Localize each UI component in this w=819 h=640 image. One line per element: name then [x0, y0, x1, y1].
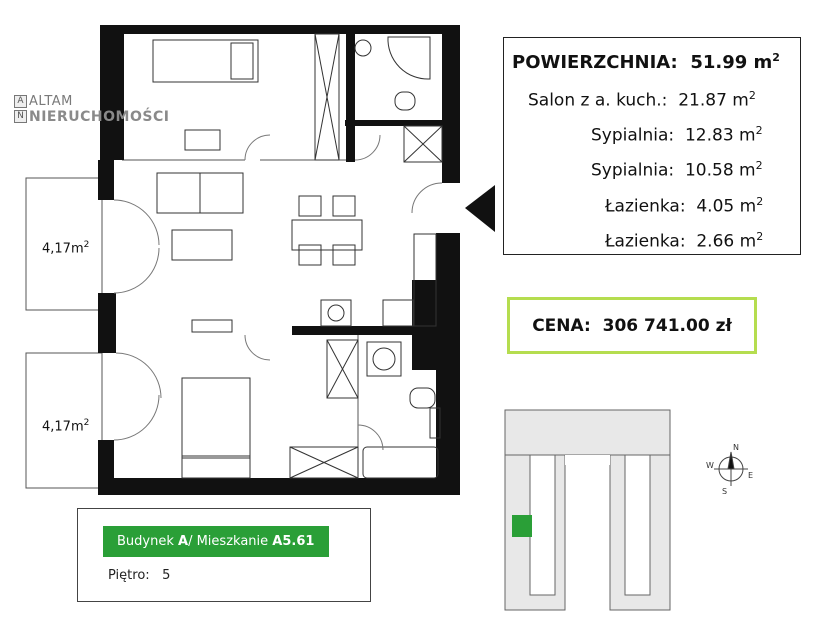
logo-letter-n: N	[14, 110, 27, 123]
compass-icon	[714, 451, 748, 486]
room-row: Łazienka: 2.66 m2	[605, 230, 763, 252]
room-name: Sypialnia:	[591, 160, 675, 181]
compass-e: E	[748, 471, 754, 480]
price-label: CENA:	[532, 315, 591, 336]
room-name: Łazienka:	[605, 231, 686, 252]
room-unit: 2	[748, 89, 756, 102]
compass-n: N	[733, 443, 739, 452]
walls	[98, 25, 460, 495]
balcony-bottom-area: 4,17m2	[42, 418, 89, 434]
room-value: 21.87 m	[678, 90, 749, 111]
balcony-top-unit: 2	[83, 240, 90, 250]
floor-info: Piętro: 5	[108, 568, 170, 583]
floor-value: 5	[162, 568, 171, 583]
furniture	[152, 33, 443, 479]
balcony-top-outline	[25, 177, 103, 311]
site-plan-highlight	[512, 515, 532, 537]
site-plan-map	[504, 409, 671, 611]
balcony-bottom-unit: 2	[83, 418, 90, 428]
total-area-unit: 2	[772, 51, 780, 64]
logo-line1: ALTAM	[29, 94, 73, 109]
building-value: A	[178, 534, 189, 549]
room-unit: 2	[755, 124, 763, 137]
room-row: Sypialnia: 10.58 m2	[591, 159, 763, 181]
room-name: Sypialnia:	[591, 125, 675, 146]
compass-w: W	[706, 461, 714, 470]
total-area-label: POWIERZCHNIA:	[512, 52, 678, 73]
room-value: 10.58 m	[684, 160, 756, 181]
balcony-bottom-area-value: 4,17m	[42, 419, 84, 435]
floor-label: Piętro:	[108, 568, 150, 583]
total-area: POWIERZCHNIA: 51.99 m2	[512, 51, 780, 73]
balcony-bottom-outline	[25, 352, 103, 489]
compass-s: S	[722, 487, 728, 496]
room-unit: 2	[756, 195, 764, 208]
entrance-arrow-icon	[465, 185, 495, 232]
logo-line2: NIERUCHOMOŚCI	[29, 108, 170, 125]
room-value: 4.05 m	[696, 196, 757, 217]
apartment-badge: Budynek A / Mieszkanie A5.61	[103, 526, 329, 557]
balcony-top-area: 4,17m2	[42, 240, 89, 256]
room-unit: 2	[755, 159, 763, 172]
total-area-value: 51.99 m	[690, 52, 773, 73]
room-value: 2.66 m	[696, 231, 757, 252]
door-arcs	[113, 134, 443, 451]
room-row: Salon z a. kuch.: 21.87 m2	[528, 89, 756, 111]
balcony-top-area-value: 4,17m	[42, 241, 84, 257]
room-name: Salon z a. kuch.:	[528, 90, 668, 111]
price-box: CENA: 306 741.00 zł	[507, 297, 757, 354]
room-name: Łazienka:	[605, 196, 686, 217]
apartment-info: Budynek A / Mieszkanie A5.61 Piętro: 5	[77, 508, 371, 602]
price-value: 306 741.00 zł	[602, 315, 732, 336]
building-prefix: Budynek	[117, 534, 174, 549]
logo-letter-a: A	[14, 95, 27, 108]
room-unit: 2	[756, 230, 764, 243]
apartment-prefix: / Mieszkanie	[188, 534, 269, 549]
room-row: Łazienka: 4.05 m2	[605, 195, 763, 217]
room-value: 12.83 m	[684, 125, 756, 146]
area-summary: POWIERZCHNIA: 51.99 m2 Salon z a. kuch.:…	[503, 37, 801, 255]
room-row: Sypialnia: 12.83 m2	[591, 124, 763, 146]
apartment-value: A5.61	[272, 534, 315, 549]
